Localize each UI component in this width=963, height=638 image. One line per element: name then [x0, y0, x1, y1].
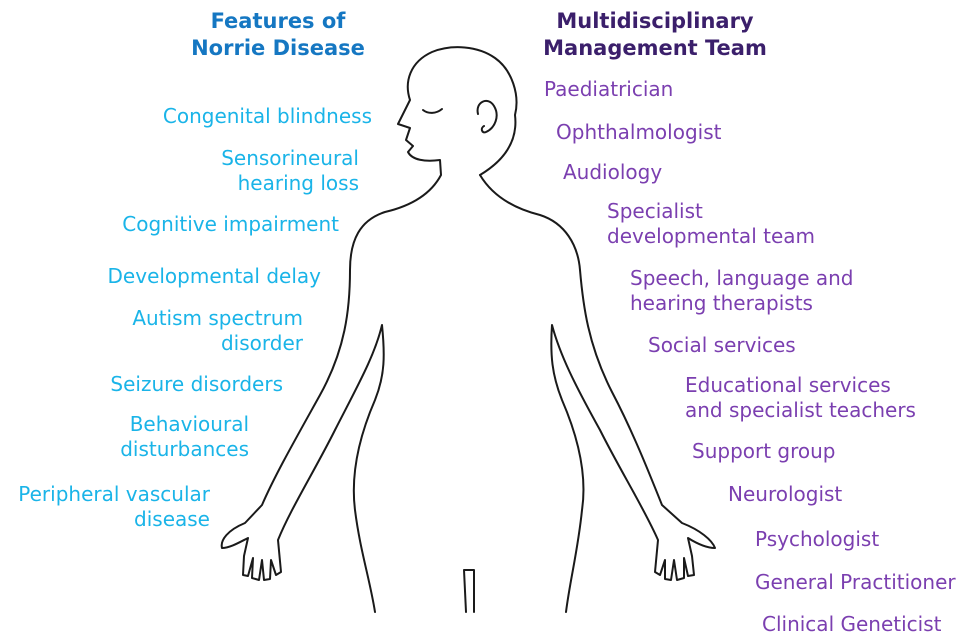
team-line: General Practitioner — [755, 570, 956, 594]
feature-line: Behavioural — [129, 412, 249, 436]
team-heading: Multidisciplinary Management Team — [520, 8, 790, 62]
feature-autism-spectrum-disorder: Autism spectrum disorder — [132, 306, 303, 356]
feature-seizure-disorders: Seizure disorders — [110, 372, 283, 397]
team-line: and specialist teachers — [685, 398, 916, 422]
team-line: Educational services — [685, 373, 891, 397]
team-line: developmental team — [607, 224, 815, 248]
feature-line: Cognitive impairment — [122, 212, 339, 236]
team-line: Specialist — [607, 199, 703, 223]
team-educational-services-specialist-teachers: Educational services and specialist teac… — [685, 373, 916, 423]
team-line: Clinical Geneticist — [762, 612, 942, 636]
features-heading: Features of Norrie Disease — [178, 8, 378, 62]
team-line: Psychologist — [755, 527, 880, 551]
team-line: Paediatrician — [544, 77, 674, 101]
feature-line: Congenital blindness — [162, 104, 372, 128]
feature-line: Sensorineural — [221, 146, 359, 170]
feature-peripheral-vascular-disease: Peripheral vascular disease — [18, 482, 210, 532]
feature-line: hearing loss — [237, 171, 359, 195]
features-heading-line-1: Features of — [210, 9, 346, 33]
team-line: Social services — [648, 333, 796, 357]
head-face-profile — [220, 46, 518, 613]
features-heading-line-2: Norrie Disease — [191, 36, 365, 60]
feature-line: Seizure disorders — [110, 372, 283, 396]
team-line: Speech, language and — [630, 266, 854, 290]
feature-behavioural-disturbances: Behavioural disturbances — [120, 412, 249, 462]
feature-line: Autism spectrum — [132, 306, 303, 330]
team-ophthalmologist: Ophthalmologist — [556, 120, 721, 145]
team-line: Support group — [692, 439, 836, 463]
team-clinical-geneticist: Clinical Geneticist — [762, 612, 941, 637]
team-neurologist: Neurologist — [728, 482, 842, 507]
feature-line: Peripheral vascular — [18, 482, 210, 506]
team-line: Ophthalmologist — [556, 120, 722, 144]
team-line: Audiology — [563, 160, 663, 184]
team-heading-line-1: Multidisciplinary — [556, 9, 754, 33]
groin-marker — [463, 569, 475, 613]
feature-congenital-blindness: Congenital blindness — [163, 104, 372, 129]
closed-eye — [422, 108, 443, 114]
feature-sensorineural-hearing-loss: Sensorineural hearing loss — [221, 146, 359, 196]
team-audiology: Audiology — [563, 160, 662, 185]
team-line: hearing therapists — [630, 291, 813, 315]
feature-developmental-delay: Developmental delay — [108, 264, 321, 289]
team-heading-line-2: Management Team — [543, 36, 767, 60]
team-general-practitioner: General Practitioner — [755, 570, 956, 595]
feature-line: disorder — [220, 331, 303, 355]
feature-line: Developmental delay — [107, 264, 321, 288]
team-social-services: Social services — [648, 333, 796, 358]
team-specialist-developmental-team: Specialist developmental team — [607, 199, 815, 249]
feature-cognitive-impairment: Cognitive impairment — [122, 212, 339, 237]
team-line: Neurologist — [728, 482, 843, 506]
feature-line: disturbances — [120, 437, 249, 461]
team-paediatrician: Paediatrician — [544, 77, 673, 102]
team-support-group: Support group — [692, 439, 836, 464]
feature-line: disease — [134, 507, 210, 531]
ear — [476, 99, 498, 134]
right-torso-arm — [479, 174, 716, 613]
team-psychologist: Psychologist — [755, 527, 879, 552]
team-speech-language-hearing-therapists: Speech, language and hearing therapists — [630, 266, 854, 316]
